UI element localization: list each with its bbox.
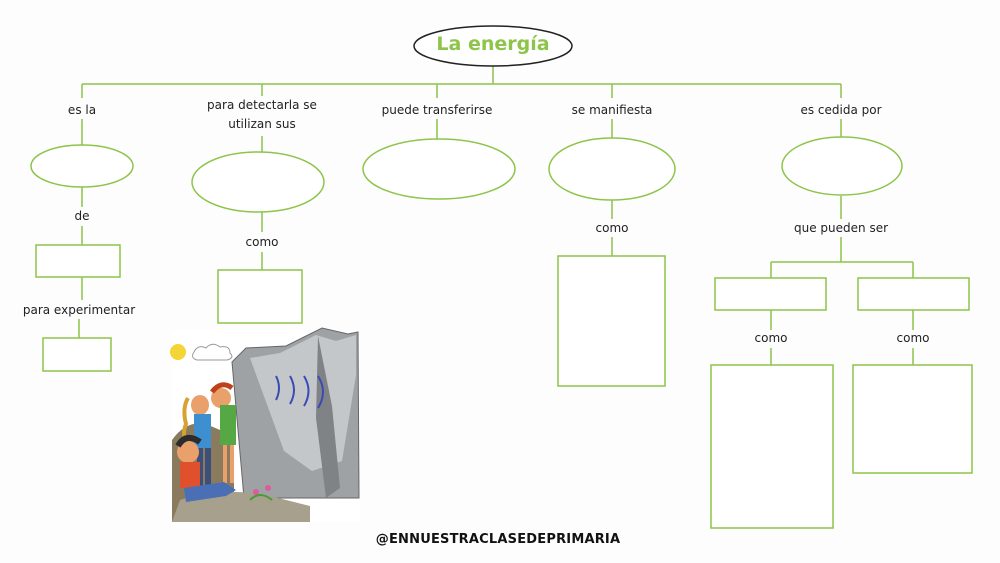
credit-watermark: @ENNUESTRACLASEDEPRIMARIA — [375, 532, 621, 547]
connector-lines — [78, 66, 914, 365]
branch-label-detectarla: para detectarla se utilizan sus — [207, 98, 317, 131]
connector-que-pueden-ser: que pueden ser — [793, 221, 889, 235]
answer-box-b5-left-example[interactable] — [710, 364, 834, 529]
answer-ellipse-b4[interactable] — [548, 137, 676, 201]
root-node — [413, 25, 573, 67]
answer-ellipse-b2[interactable] — [191, 151, 325, 213]
answer-ellipse-b5[interactable] — [781, 136, 903, 196]
connector-como-b5-right: como — [896, 331, 930, 345]
connector-de: de — [74, 209, 90, 223]
children-listening-echo-cliff-icon — [170, 327, 360, 522]
answer-ellipse-b1[interactable] — [30, 144, 134, 188]
connector-para-experimentar: para experimentar — [22, 303, 136, 317]
branch-label-transferirse: puede transferirse — [381, 103, 493, 117]
branch-label-cedida: es cedida por — [800, 103, 882, 117]
answer-box-b1-2[interactable] — [42, 337, 112, 372]
map-title: La energía — [436, 33, 550, 55]
answer-box-b5-right[interactable] — [857, 277, 970, 311]
answer-box-b5-left[interactable] — [714, 277, 827, 311]
answer-box-b4[interactable] — [557, 255, 666, 387]
answer-box-b1-1[interactable] — [35, 244, 121, 278]
branch-label-es-la: es la — [67, 103, 97, 117]
branch-label-manifiesta: se manifiesta — [571, 103, 653, 117]
answer-box-b2[interactable] — [217, 269, 303, 324]
answer-ellipse-b3[interactable] — [362, 138, 516, 200]
connector-como-b5-left: como — [754, 331, 788, 345]
answer-box-b5-right-example[interactable] — [852, 364, 973, 474]
connector-como-b4: como — [595, 221, 629, 235]
connector-como-b2: como — [245, 235, 279, 249]
